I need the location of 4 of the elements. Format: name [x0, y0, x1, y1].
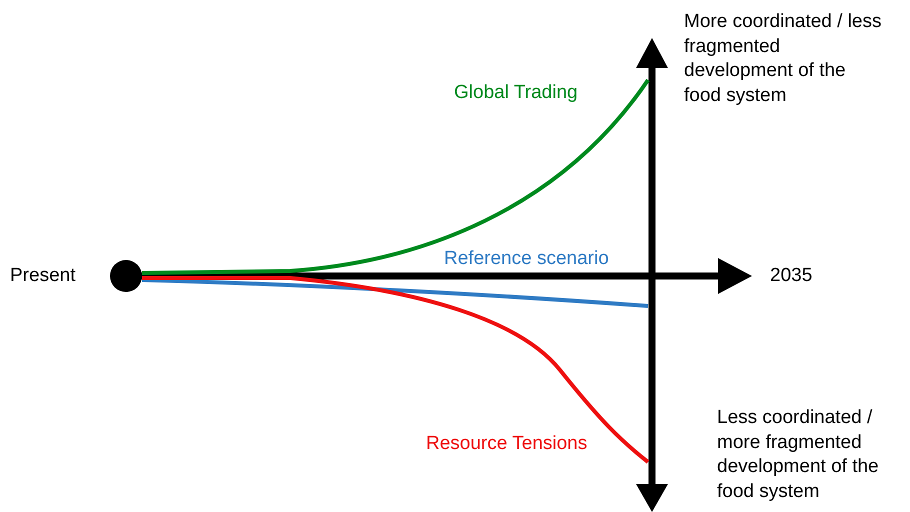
axis-label: Less coordinated / more fragmented development of the food system — [717, 406, 880, 504]
timeline-label: 2035 — [770, 264, 814, 288]
timeline-label: Present — [10, 264, 76, 288]
axis-label: More coordinated / less fragmented development of the food system — [684, 10, 882, 108]
